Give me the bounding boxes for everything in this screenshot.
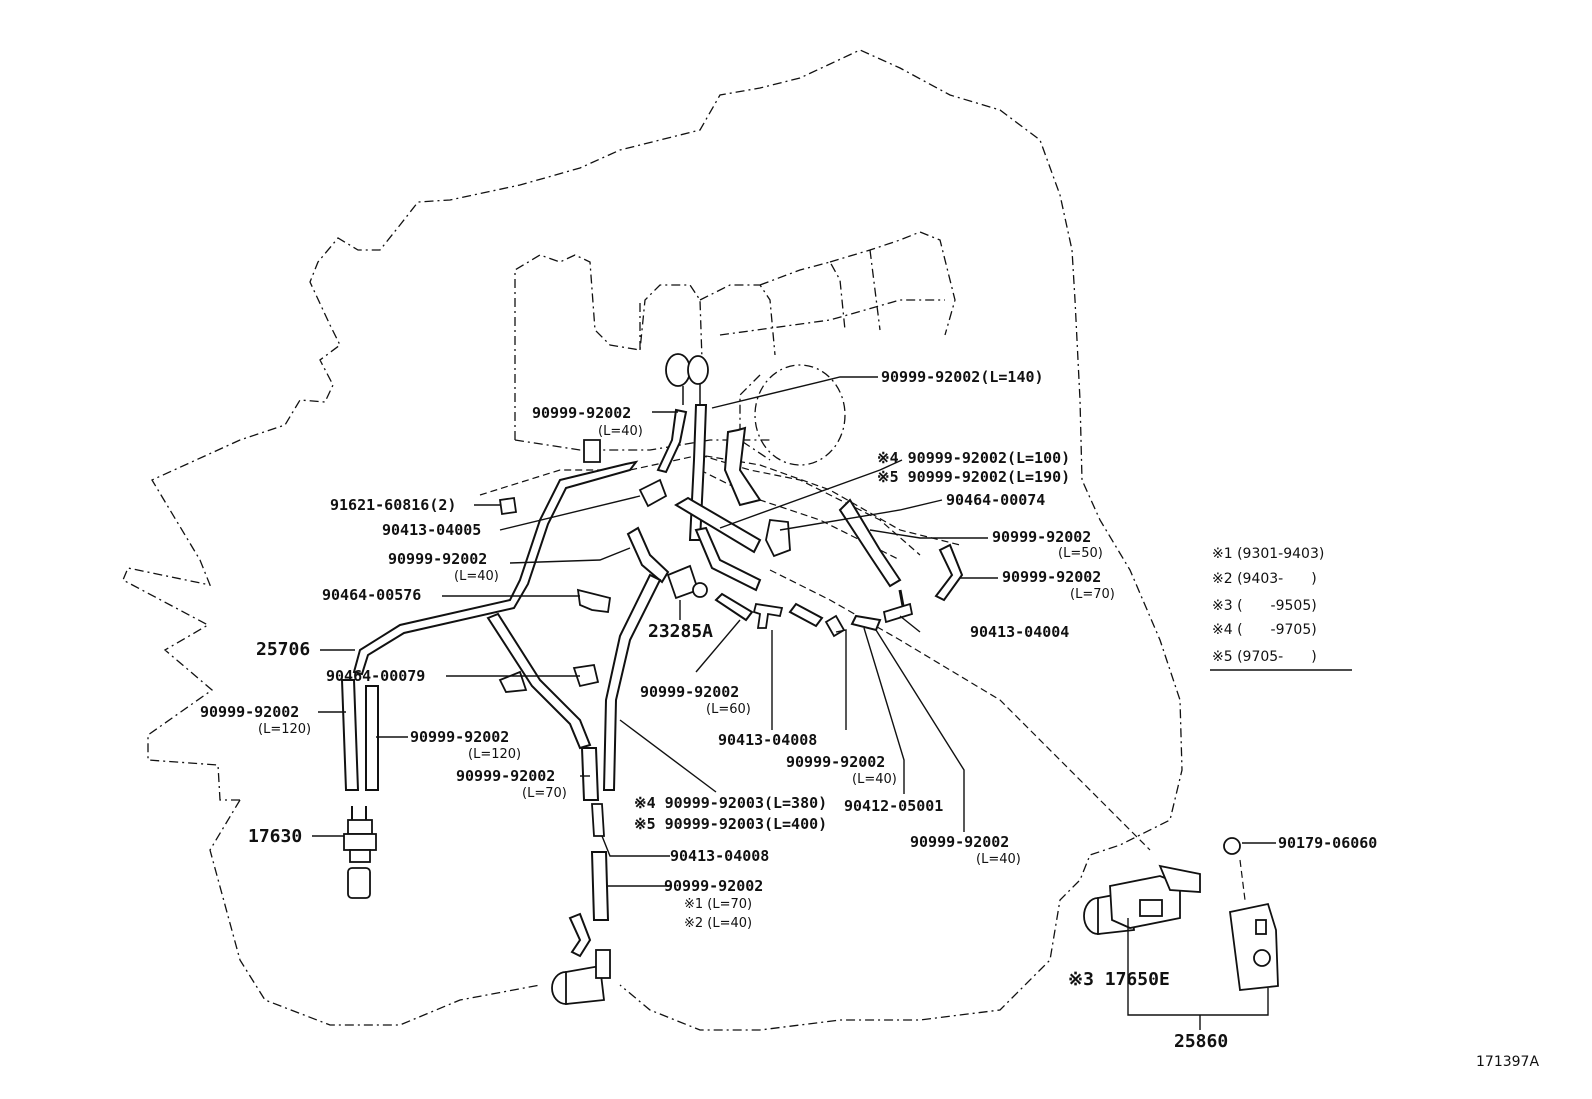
label-90999-92002-l50: 90999-92002 [992,528,1091,546]
hose-bottom [590,851,610,921]
hose-left-down [486,612,592,750]
label-90999-92002-l140: 90999-92002(L=140) [881,368,1044,386]
throttle-body [754,364,846,466]
bracket-90464-00079 [498,670,528,693]
label-90999-92002-l40-top: 90999-92002 [532,404,631,422]
label-l40-center: (L=40) [454,569,499,584]
bracket-top-left [583,439,601,463]
tee-90413-04004 [882,602,914,624]
label-90464-00576: 90464-00576 [322,586,421,604]
note-1: ※1 (9301-9403) [1212,546,1324,562]
routing-line-bottom [1239,859,1246,901]
label-23285a: 23285A [648,621,713,642]
label-l40-top: (L=40) [598,424,643,439]
hose-l70-right [934,543,964,602]
label-90464-00079: 90464-00079 [326,667,425,685]
tee-90413-04008-b [591,803,605,837]
note-2: ※2 (9403- ) [1212,571,1317,587]
hose-l70-left [580,747,600,801]
note-3: ※3 ( -9505) [1212,598,1317,614]
tee-90413-04005 [638,478,668,508]
hose-diagonal-center [674,496,762,554]
label-l120-a: (L=120) [258,722,311,737]
label-90999-92002-l40-center: 90999-92002 [388,550,487,568]
vsv-17650e [1083,864,1201,936]
label-m5-90999-92003-l400: ※5 90999-92003(L=400) [634,815,827,833]
note-4: ※4 ( -9705) [1212,622,1317,638]
hose-l40-center [626,526,670,584]
clip-90464-00576 [576,588,612,614]
label-l50: (L=50) [1058,546,1103,561]
label-25706: 25706 [256,639,310,660]
clip-90464-00079 [572,663,600,688]
engine-outline [122,49,1183,1031]
label-l120-b: (L=120) [468,747,521,762]
clip-90464-00074 [765,519,791,558]
hose-l50 [838,498,902,588]
throttle-body-shadow [739,374,771,461]
bolt-91621-60816 [498,496,518,516]
manifold-runners [514,231,956,451]
figure-id: 171397A [1476,1054,1539,1070]
sensor-17630 [343,806,377,899]
label-bottom-m2: ※2 (L=40) [684,916,752,931]
notes-legend: ※1 (9301-9403) ※2 (9403- ) ※3 ( -9505) ※… [1210,546,1352,671]
label-l70-left: (L=70) [522,786,567,801]
vacuum-fitting-top [665,353,709,405]
label-l60: (L=60) [706,702,751,717]
label-90999-92002-l40-far-right: 90999-92002 [910,833,1009,851]
label-90999-92002-l120-a: 90999-92002 [200,703,299,721]
label-25860: 25860 [1174,1031,1228,1052]
hose-l40-top [656,408,688,474]
label-m4-90999-92002-l100: ※4 90999-92002(L=100) [877,449,1070,467]
label-m4-90999-92003-l380: ※4 90999-92003(L=380) [634,794,827,812]
label-90413-04005: 90413-04005 [382,521,481,539]
label-l40-right: (L=40) [852,772,897,787]
note-5: ※5 (9705- ) [1212,649,1317,665]
hose-left-main [352,460,639,676]
label-90413-04008-b: 90413-04008 [670,847,769,865]
label-90999-92002-l60: 90999-92002 [640,683,739,701]
hose-l120-b [365,685,379,791]
hose-group [340,404,964,921]
label-90413-04008-a: 90413-04008 [718,731,817,749]
hose-92003 [602,573,662,791]
label-90999-92002-l40-right: 90999-92002 [786,753,885,771]
tee-90413-04008-a [752,602,784,629]
hose-l120-a [340,679,360,791]
hose-l60 [714,592,754,622]
label-90413-04004: 90413-04004 [970,623,1069,641]
label-m5-90999-92002-l190: ※5 90999-92002(L=190) [877,468,1070,486]
hose-l40-right-2 [850,614,882,632]
label-17630: 17630 [248,826,302,847]
label-90464-00074: 90464-00074 [946,491,1045,509]
label-l70-right: (L=70) [1070,587,1115,602]
vsv-bracket [1223,837,1279,991]
hose-l40-right [788,602,824,628]
label-17650e: ※3 17650E [1068,969,1170,990]
label-90179-06060: 90179-06060 [1278,834,1377,852]
routing-lines [479,454,1151,851]
hose-center-right-long [694,526,762,592]
label-90999-92002-bottom: 90999-92002 [664,877,763,895]
label-90999-92002-l120-b: 90999-92002 [410,728,509,746]
part-labels: 90999-92002(L=140) 90999-92002 (L=40) ※4… [200,368,1539,1070]
connector-90412-05001 [824,614,846,638]
label-90412-05001: 90412-05001 [844,797,943,815]
label-l40-far-right: (L=40) [976,852,1021,867]
label-91621-60816: 91621-60816(2) [330,496,456,514]
label-90999-92002-l70-left: 90999-92002 [456,767,555,785]
leader-lines [312,376,1276,1030]
port-fitting-bottom [551,912,611,1005]
engine-outline-bottom-left [209,799,541,1026]
hose-l100-l190 [723,426,762,507]
label-90999-92002-l70-right: 90999-92002 [1002,568,1101,586]
label-bottom-m1: ※1 (L=70) [684,897,752,912]
